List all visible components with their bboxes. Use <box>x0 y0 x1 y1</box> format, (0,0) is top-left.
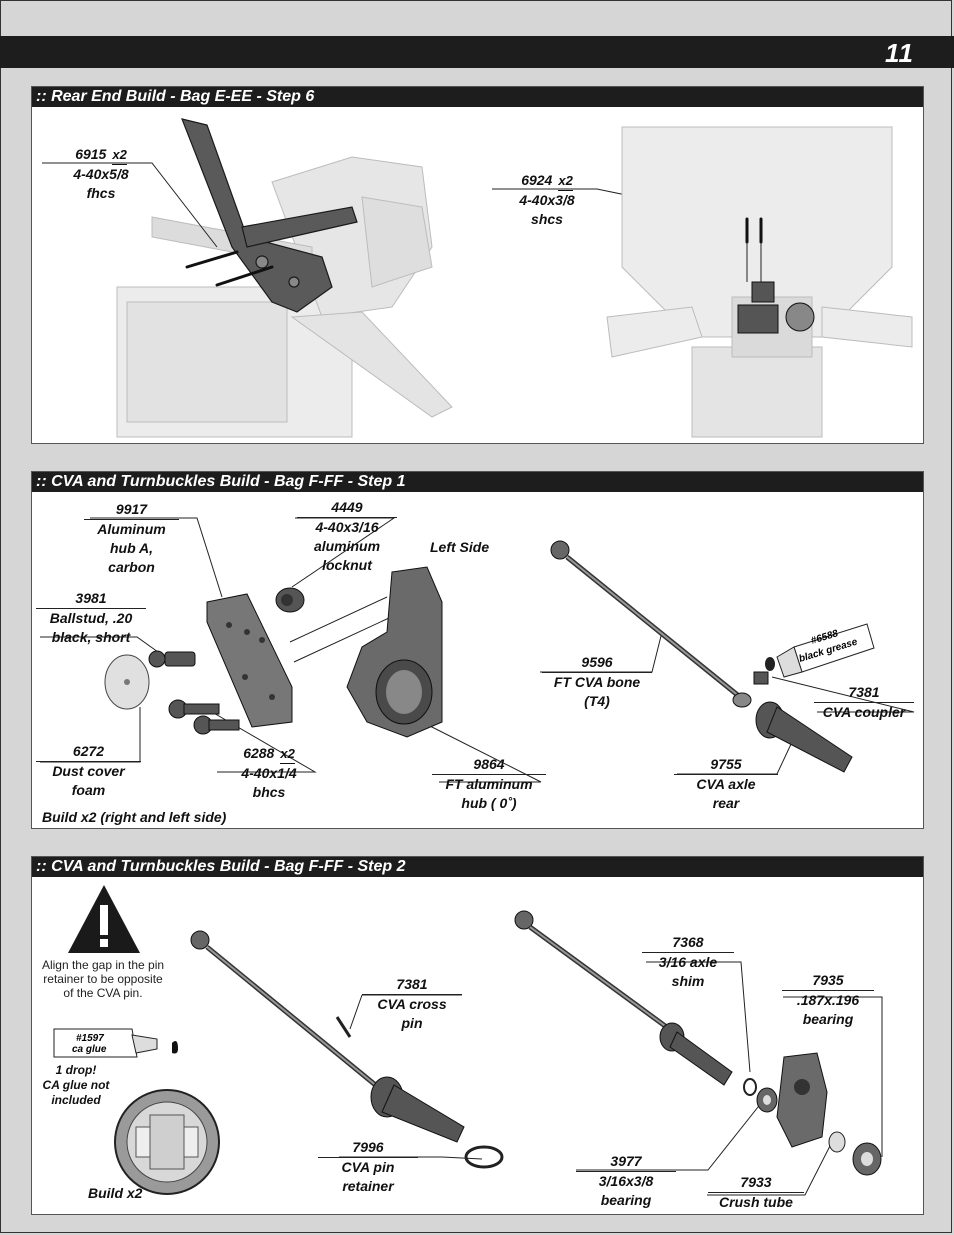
part-label-6915: 6915 x2 4-40x5/8 fhcs <box>46 145 156 203</box>
rear-end-illustration <box>42 118 913 438</box>
part-number: 4449 <box>297 498 397 518</box>
part-number: 7996 <box>318 1138 418 1158</box>
part-desc-line: retainer <box>342 1178 394 1194</box>
part-number: 9755 <box>674 755 778 775</box>
quantity-badge: x2 <box>280 744 295 764</box>
part-label-7368: 7368 3/16 axle shim <box>642 933 734 991</box>
part-desc-line: CVA pin <box>341 1159 395 1175</box>
part-desc-line: CVA axle <box>696 776 756 792</box>
part-number: 3977 <box>576 1152 676 1172</box>
glue-note-line: included <box>51 1093 101 1107</box>
part-number: 7933 <box>708 1173 804 1193</box>
part-number: 9864 <box>432 755 546 775</box>
part-label-9596: 9596 FT CVA bone (T4) <box>542 653 652 711</box>
part-number: 7381 <box>814 683 914 703</box>
part-desc-line: 4-40x1/4 <box>241 765 297 781</box>
left-side-label: Left Side <box>430 539 490 555</box>
part-label-3977: 3977 3/16x3/8 bearing <box>576 1152 676 1210</box>
cva-step-1-illustration: #6588 black grease <box>40 517 915 783</box>
part-desc-line: foam <box>71 782 106 798</box>
part-label-9755: 9755 CVA axle rear <box>674 755 778 813</box>
part-desc-line: Dust cover <box>52 763 125 779</box>
page-header-bar: 11 <box>0 36 954 68</box>
part-label-4449: 4449 4-40x3/16 aluminum locknut <box>297 498 397 575</box>
panel-cva-build-step-2: :: CVA and Turnbuckles Build - Bag F-FF … <box>31 856 924 1215</box>
part-number: 3981 <box>36 589 146 609</box>
part-number: 6288 <box>243 745 275 761</box>
panel-cva-build-step-1: :: CVA and Turnbuckles Build - Bag F-FF … <box>31 471 924 829</box>
glue-note-line: 1 drop! <box>55 1063 97 1077</box>
part-desc-line: pin <box>401 1015 423 1031</box>
part-desc-line: shim <box>671 973 705 989</box>
part-label-7381-pin: 7381 CVA cross pin <box>362 975 462 1033</box>
part-desc-line: hub A, <box>109 540 154 556</box>
part-desc-line: black, short <box>51 629 131 645</box>
part-desc-line: 3/16 axle <box>658 954 718 970</box>
part-label-3981: 3981 Ballstud, .20 black, short <box>36 589 146 647</box>
panel-header: :: CVA and Turnbuckles Build - Bag F-FF … <box>32 472 923 492</box>
panel-title: :: CVA and Turnbuckles Build - Bag F-FF … <box>36 858 406 875</box>
glue-note-line: CA glue not <box>42 1078 110 1092</box>
part-desc-line: aluminum <box>313 538 381 554</box>
part-desc-line: bearing <box>802 1011 854 1027</box>
part-desc-line: bhcs <box>252 784 286 800</box>
part-number: 7381 <box>362 975 462 995</box>
part-desc-line: shcs <box>531 211 563 227</box>
part-label-7996: 7996 CVA pin retainer <box>318 1138 418 1196</box>
part-desc-line: 4-40x5/8 <box>73 166 129 182</box>
part-label-6288: 6288 x2 4-40x1/4 bhcs <box>214 744 324 802</box>
warning-note: Align the gap in the pin retainer to be … <box>41 958 165 1000</box>
part-desc-line: locknut <box>322 557 372 573</box>
part-desc-line: carbon <box>108 559 155 575</box>
panel-title: :: CVA and Turnbuckles Build - Bag F-FF … <box>36 473 406 490</box>
part-desc-line: fhcs <box>86 185 116 201</box>
glue-tube-label: ca glue <box>72 1044 107 1055</box>
part-number: 9596 <box>542 653 652 673</box>
part-desc-line: rear <box>712 795 740 811</box>
part-desc-line: .187x.196 <box>796 992 860 1008</box>
panel-title: :: Rear End Build - Bag E-EE - Step 6 <box>36 88 315 105</box>
part-desc-line: bearing <box>600 1192 652 1208</box>
part-label-7381: 7381 CVA coupler <box>814 683 914 722</box>
cva-step-2-illustration: #1597 ca glue <box>53 885 883 1196</box>
part-number: 7935 <box>782 971 874 991</box>
part-desc-line: 3/16x3/8 <box>598 1173 654 1189</box>
part-desc-line: Crush tube <box>719 1194 793 1210</box>
panel-header: :: CVA and Turnbuckles Build - Bag F-FF … <box>32 857 923 877</box>
part-label-9864: 9864 FT aluminum hub ( 0˚) <box>432 755 546 813</box>
part-desc-line: Aluminum <box>97 521 166 537</box>
quantity-badge: x2 <box>112 145 127 165</box>
part-number: 9917 <box>84 500 179 520</box>
part-label-9917: 9917 Aluminum hub A, carbon <box>84 500 179 577</box>
part-number: 6924 <box>521 172 553 188</box>
part-desc-line: 4-40x3/16 <box>315 519 379 535</box>
part-desc-line: CVA coupler <box>822 704 906 720</box>
quantity-badge: x2 <box>558 171 573 191</box>
page-number: 11 <box>885 38 914 68</box>
part-desc-line: FT CVA bone <box>553 674 641 690</box>
build-note: Build x2 <box>88 1185 143 1201</box>
panel-header: :: Rear End Build - Bag E-EE - Step 6 <box>32 87 923 107</box>
part-label-7935: 7935 .187x.196 bearing <box>782 971 874 1029</box>
part-desc-line: Ballstud, .20 <box>49 610 133 626</box>
part-desc-line: 4-40x3/8 <box>519 192 575 208</box>
glue-tube-code: #1597 <box>76 1033 104 1044</box>
part-desc-line: FT aluminum <box>445 776 533 792</box>
part-number: 7368 <box>642 933 734 953</box>
part-label-7933: 7933 Crush tube <box>708 1173 804 1212</box>
build-note: Build x2 (right and left side) <box>42 809 227 825</box>
part-desc-line: CVA cross <box>377 996 447 1012</box>
part-number: 6915 <box>75 146 107 162</box>
glue-note: 1 drop! CA glue not included <box>38 1063 114 1108</box>
panel-rear-end-build-step-6: :: Rear End Build - Bag E-EE - Step 6 <box>31 86 924 444</box>
part-desc-line: hub ( 0˚) <box>461 795 517 811</box>
part-label-6272: 6272 Dust cover foam <box>36 742 141 800</box>
part-number: 6272 <box>36 742 141 762</box>
part-label-6924: 6924 x2 4-40x3/8 shcs <box>492 171 602 229</box>
part-desc-line: (T4) <box>584 693 610 709</box>
